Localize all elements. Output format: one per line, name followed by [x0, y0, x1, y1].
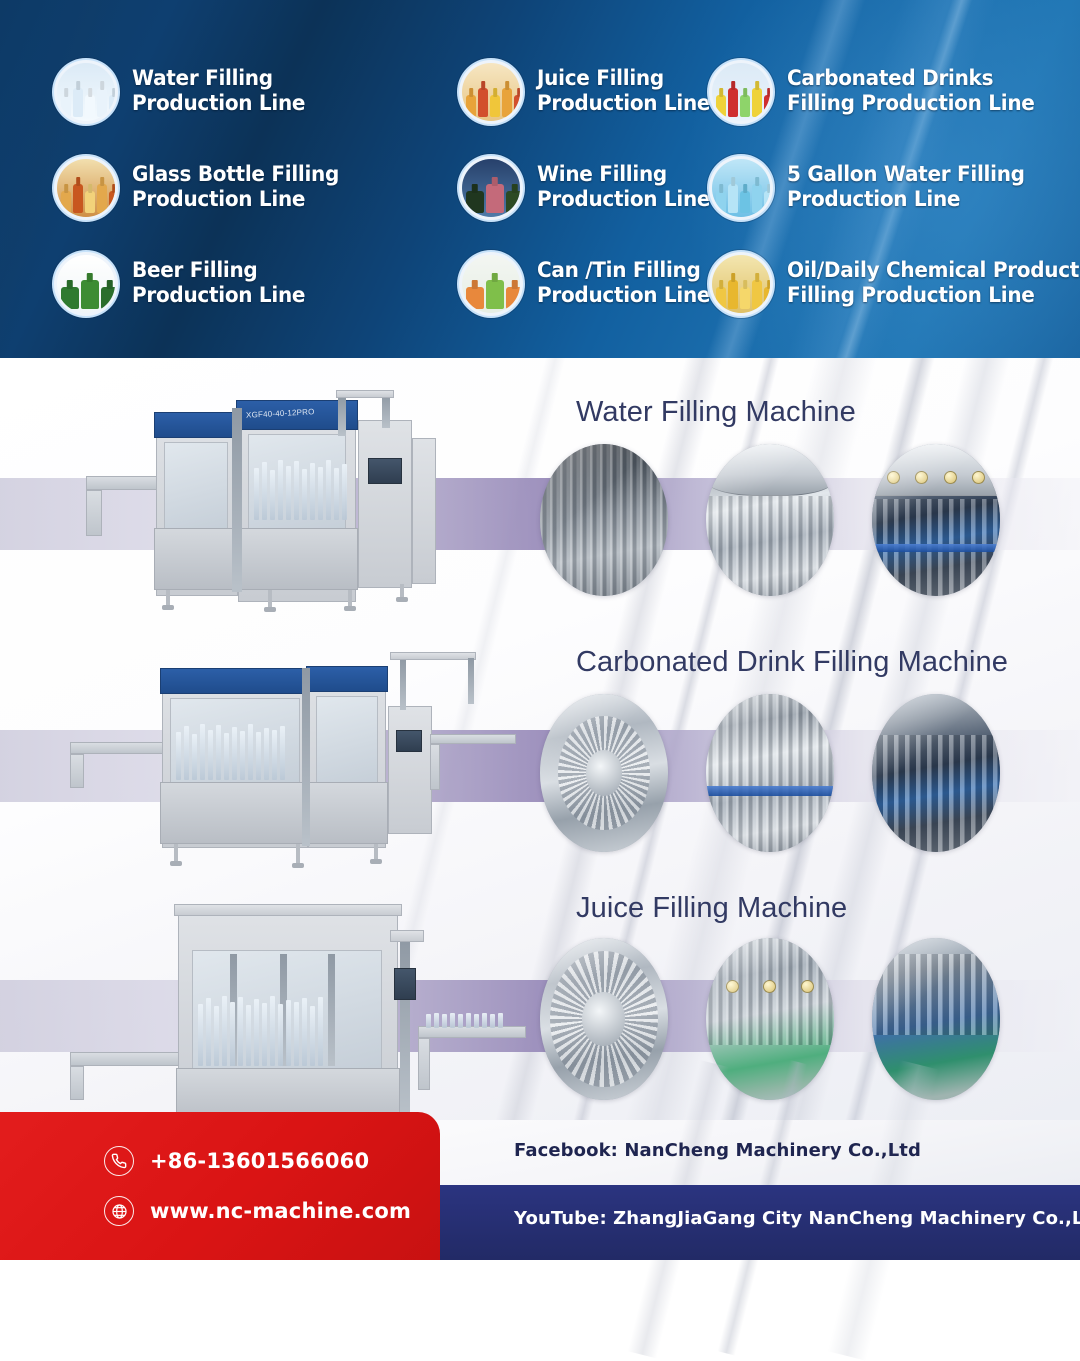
gallon-water-icon [707, 154, 775, 222]
globe-icon [104, 1196, 134, 1226]
section-title-water: Water Filling Machine [576, 396, 856, 428]
phone-number: +86-13601566060 [150, 1149, 370, 1173]
section-carbonated: Carbonated Drink Filling Machine [0, 610, 1080, 868]
phone-icon [104, 1146, 134, 1176]
oil-bottles-icon [707, 250, 775, 318]
cans-icon [457, 250, 525, 318]
water-bottles-icon [52, 58, 120, 126]
water-detail-thumb-2[interactable] [706, 444, 834, 596]
carbonated-detail-thumb-1[interactable] [540, 694, 668, 852]
carbonated-drinks-icon [707, 58, 775, 126]
juice-filling-machine-image [70, 902, 526, 1120]
water-detail-thumb-3[interactable] [872, 444, 1000, 596]
section-water: Water Filling Machine XGF40-40-12PRO [0, 358, 1080, 612]
machine-showcase: Water Filling Machine XGF40-40-12PRO [0, 358, 1080, 1120]
glass-bottles-icon [52, 154, 120, 222]
beer-bottles-icon [52, 250, 120, 318]
phone-row[interactable]: +86-13601566060 [104, 1146, 369, 1176]
water-detail-thumb-1[interactable] [540, 444, 668, 596]
contact-footer: +86-13601566060 www.nc-machine.com Faceb… [0, 1060, 1080, 1361]
website-row[interactable]: www.nc-machine.com [104, 1196, 411, 1226]
website-url: www.nc-machine.com [150, 1199, 412, 1223]
contact-panel: +86-13601566060 www.nc-machine.com [0, 1112, 440, 1260]
wine-bottles-icon [457, 154, 525, 222]
facebook-handle[interactable]: Facebook: NanCheng Machinery Co.,Ltd [514, 1140, 921, 1161]
section-title-juice: Juice Filling Machine [576, 892, 848, 924]
carbonated-filling-machine-image [70, 650, 516, 868]
juice-bottles-icon [457, 58, 525, 126]
water-filling-machine-image: XGF40-40-12PRO [80, 390, 500, 612]
juice-detail-thumb-1[interactable] [540, 938, 668, 1100]
carbonated-detail-thumb-2[interactable] [706, 694, 834, 852]
juice-detail-thumb-2[interactable] [706, 938, 834, 1100]
carbonated-detail-thumb-3[interactable] [872, 694, 1000, 852]
juice-detail-thumb-3[interactable] [872, 938, 1000, 1100]
youtube-handle[interactable]: YouTube: ZhangJiaGang City NanCheng Mach… [514, 1208, 1080, 1229]
section-title-carbonated: Carbonated Drink Filling Machine [576, 646, 1008, 678]
section-juice: Juice Filling Machine [0, 860, 1080, 1120]
